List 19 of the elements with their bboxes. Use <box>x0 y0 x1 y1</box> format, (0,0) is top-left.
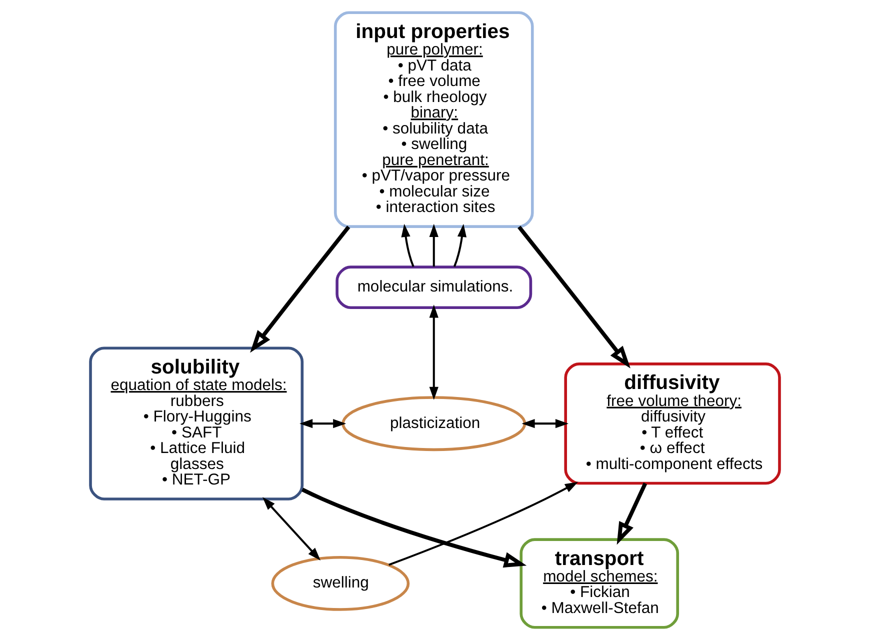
arrow <box>522 419 569 428</box>
node-box: input properties pure polymer: • pVT data • free volume • bulk rheology binary: • solubility data • swelling pure penetrant: • pVT/vapor pressure • molecular size • interaction sites <box>334 11 534 228</box>
node-ellipse: plasticization <box>342 396 526 452</box>
arrow <box>518 226 630 368</box>
node-ellipse: swelling <box>271 556 410 611</box>
arrow <box>300 419 346 428</box>
arrow <box>388 482 578 566</box>
node-box: transport model schemes: • Fickian • Maxwell-Stefan <box>520 538 680 629</box>
arrow <box>616 482 648 545</box>
arrow <box>429 224 438 267</box>
arrow <box>429 304 438 400</box>
arrow <box>453 224 467 267</box>
arrow <box>401 224 414 267</box>
arrow <box>262 497 321 561</box>
node-box: solubility equation of state models: rubbers • Flory-Huggins • SAFT • Lattice Fluid glasses • NET-GP <box>89 346 304 500</box>
arrow <box>301 488 527 568</box>
arrow <box>250 226 350 353</box>
node-box: diffusivity free volume theory: diffusivity • T effect • ω effect • multi-component effects <box>564 362 781 485</box>
node-box: molecular simulations. <box>336 266 532 310</box>
